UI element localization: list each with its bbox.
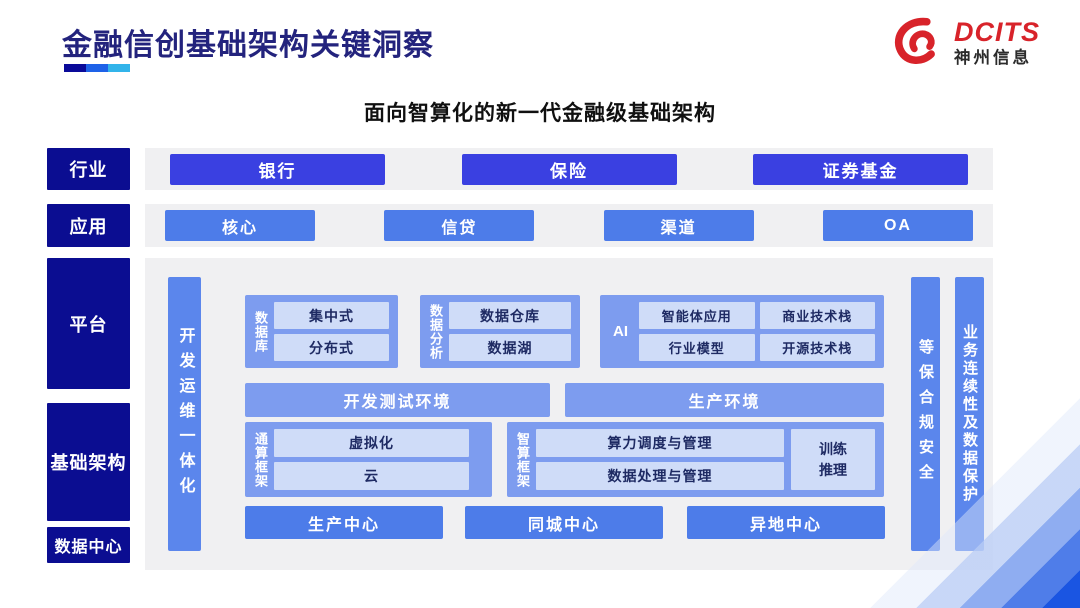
database-item-centralized: 集中式 <box>274 302 389 329</box>
analytics-group: 数据分析 数据仓库 数据湖 <box>420 295 580 368</box>
ai-item-commercial-stack: 商业技术栈 <box>759 302 875 329</box>
page-title: 金融信创基础架构关键洞察 <box>62 29 434 62</box>
center-remote: 异地中心 <box>687 506 885 539</box>
database-items: 集中式 分布式 <box>274 302 389 361</box>
industry-item-securities: 证券基金 <box>753 153 968 185</box>
title-underline <box>64 64 130 72</box>
ai-compute-label: 智算框架 <box>515 431 530 488</box>
ai-compute-items: 算力调度与管理 数据处理与管理 <box>536 429 784 490</box>
industry-row: 银行 保险 证券基金 <box>145 148 993 190</box>
general-compute-items: 虚拟化 云 <box>274 429 469 490</box>
environment-dev-test: 开发测试环境 <box>245 383 550 417</box>
application-item-channel: 渠道 <box>603 210 754 241</box>
rail-label-industry: 行业 <box>47 148 130 190</box>
business-continuity-bar: 业务连续性及数据保护 <box>955 277 984 551</box>
database-item-distributed: 分布式 <box>274 334 389 361</box>
application-row: 核心 信贷 渠道 OA <box>145 204 993 247</box>
analytics-item-lake: 数据湖 <box>449 334 571 361</box>
ai-compute-item-train-infer: 训练推理 <box>791 429 875 490</box>
rail-label-infrastructure: 基础架构 <box>47 403 130 521</box>
ai-compute-group: 智算框架 算力调度与管理 数据处理与管理 训练推理 <box>507 422 884 497</box>
diagram-subtitle: 面向智算化的新一代金融级基础架构 <box>364 102 716 125</box>
general-compute-item-cloud: 云 <box>274 462 469 490</box>
general-compute-item-virtualization: 虚拟化 <box>274 429 469 457</box>
underline-segment-dark <box>64 64 86 72</box>
ai-item-industry-models: 行业模型 <box>639 334 755 361</box>
analytics-item-warehouse: 数据仓库 <box>449 302 571 329</box>
ai-item-agent-apps: 智能体应用 <box>639 302 755 329</box>
application-item-credit: 信贷 <box>384 210 535 241</box>
train-infer-label: 训练推理 <box>818 440 847 478</box>
rail-label-application: 应用 <box>47 204 130 247</box>
underline-segment-cyan <box>108 64 130 72</box>
database-group-label: 数据库 <box>253 310 268 353</box>
environment-production: 生产环境 <box>565 383 884 417</box>
rail-label-platform: 平台 <box>47 258 130 389</box>
ai-group-label: AI <box>613 323 628 340</box>
dcits-swirl-icon <box>895 17 935 64</box>
database-group: 数据库 集中式 分布式 <box>245 295 398 368</box>
logo-text: DCITS 神州信息 <box>954 19 1040 67</box>
application-item-oa: OA <box>822 210 973 241</box>
center-production: 生产中心 <box>245 506 443 539</box>
industry-item-insurance: 保险 <box>461 153 677 185</box>
ai-item-opensource-stack: 开源技术栈 <box>759 334 875 361</box>
rail-label-datacenter: 数据中心 <box>47 527 130 563</box>
logo-brand: DCITS <box>954 17 1040 48</box>
devops-bar: 开发运维一体化 <box>168 277 201 551</box>
ai-items: 智能体应用 商业技术栈 行业模型 开源技术栈 <box>639 302 875 361</box>
general-compute-group: 通算框架 虚拟化 云 <box>245 422 492 497</box>
ai-group: AI 智能体应用 商业技术栈 行业模型 开源技术栈 <box>600 295 884 368</box>
company-logo: DCITS 神州信息 <box>887 16 1040 70</box>
logo-company: 神州信息 <box>954 49 1032 68</box>
analytics-group-label: 数据分析 <box>428 303 443 360</box>
ai-compute-item-scheduling: 算力调度与管理 <box>536 429 784 457</box>
ai-compute-item-data-mgmt: 数据处理与管理 <box>536 462 784 490</box>
security-compliance-bar: 等保合规安全 <box>911 277 940 551</box>
underline-segment-blue <box>86 64 108 72</box>
general-compute-label: 通算框架 <box>253 431 268 488</box>
center-same-city: 同城中心 <box>465 506 663 539</box>
analytics-items: 数据仓库 数据湖 <box>449 302 571 361</box>
industry-item-bank: 银行 <box>170 153 385 185</box>
application-item-core: 核心 <box>165 210 315 241</box>
platform-panel: 开发运维一体化 数据库 集中式 分布式 数据分析 数据仓库 数据湖 AI 智能体… <box>145 258 993 570</box>
